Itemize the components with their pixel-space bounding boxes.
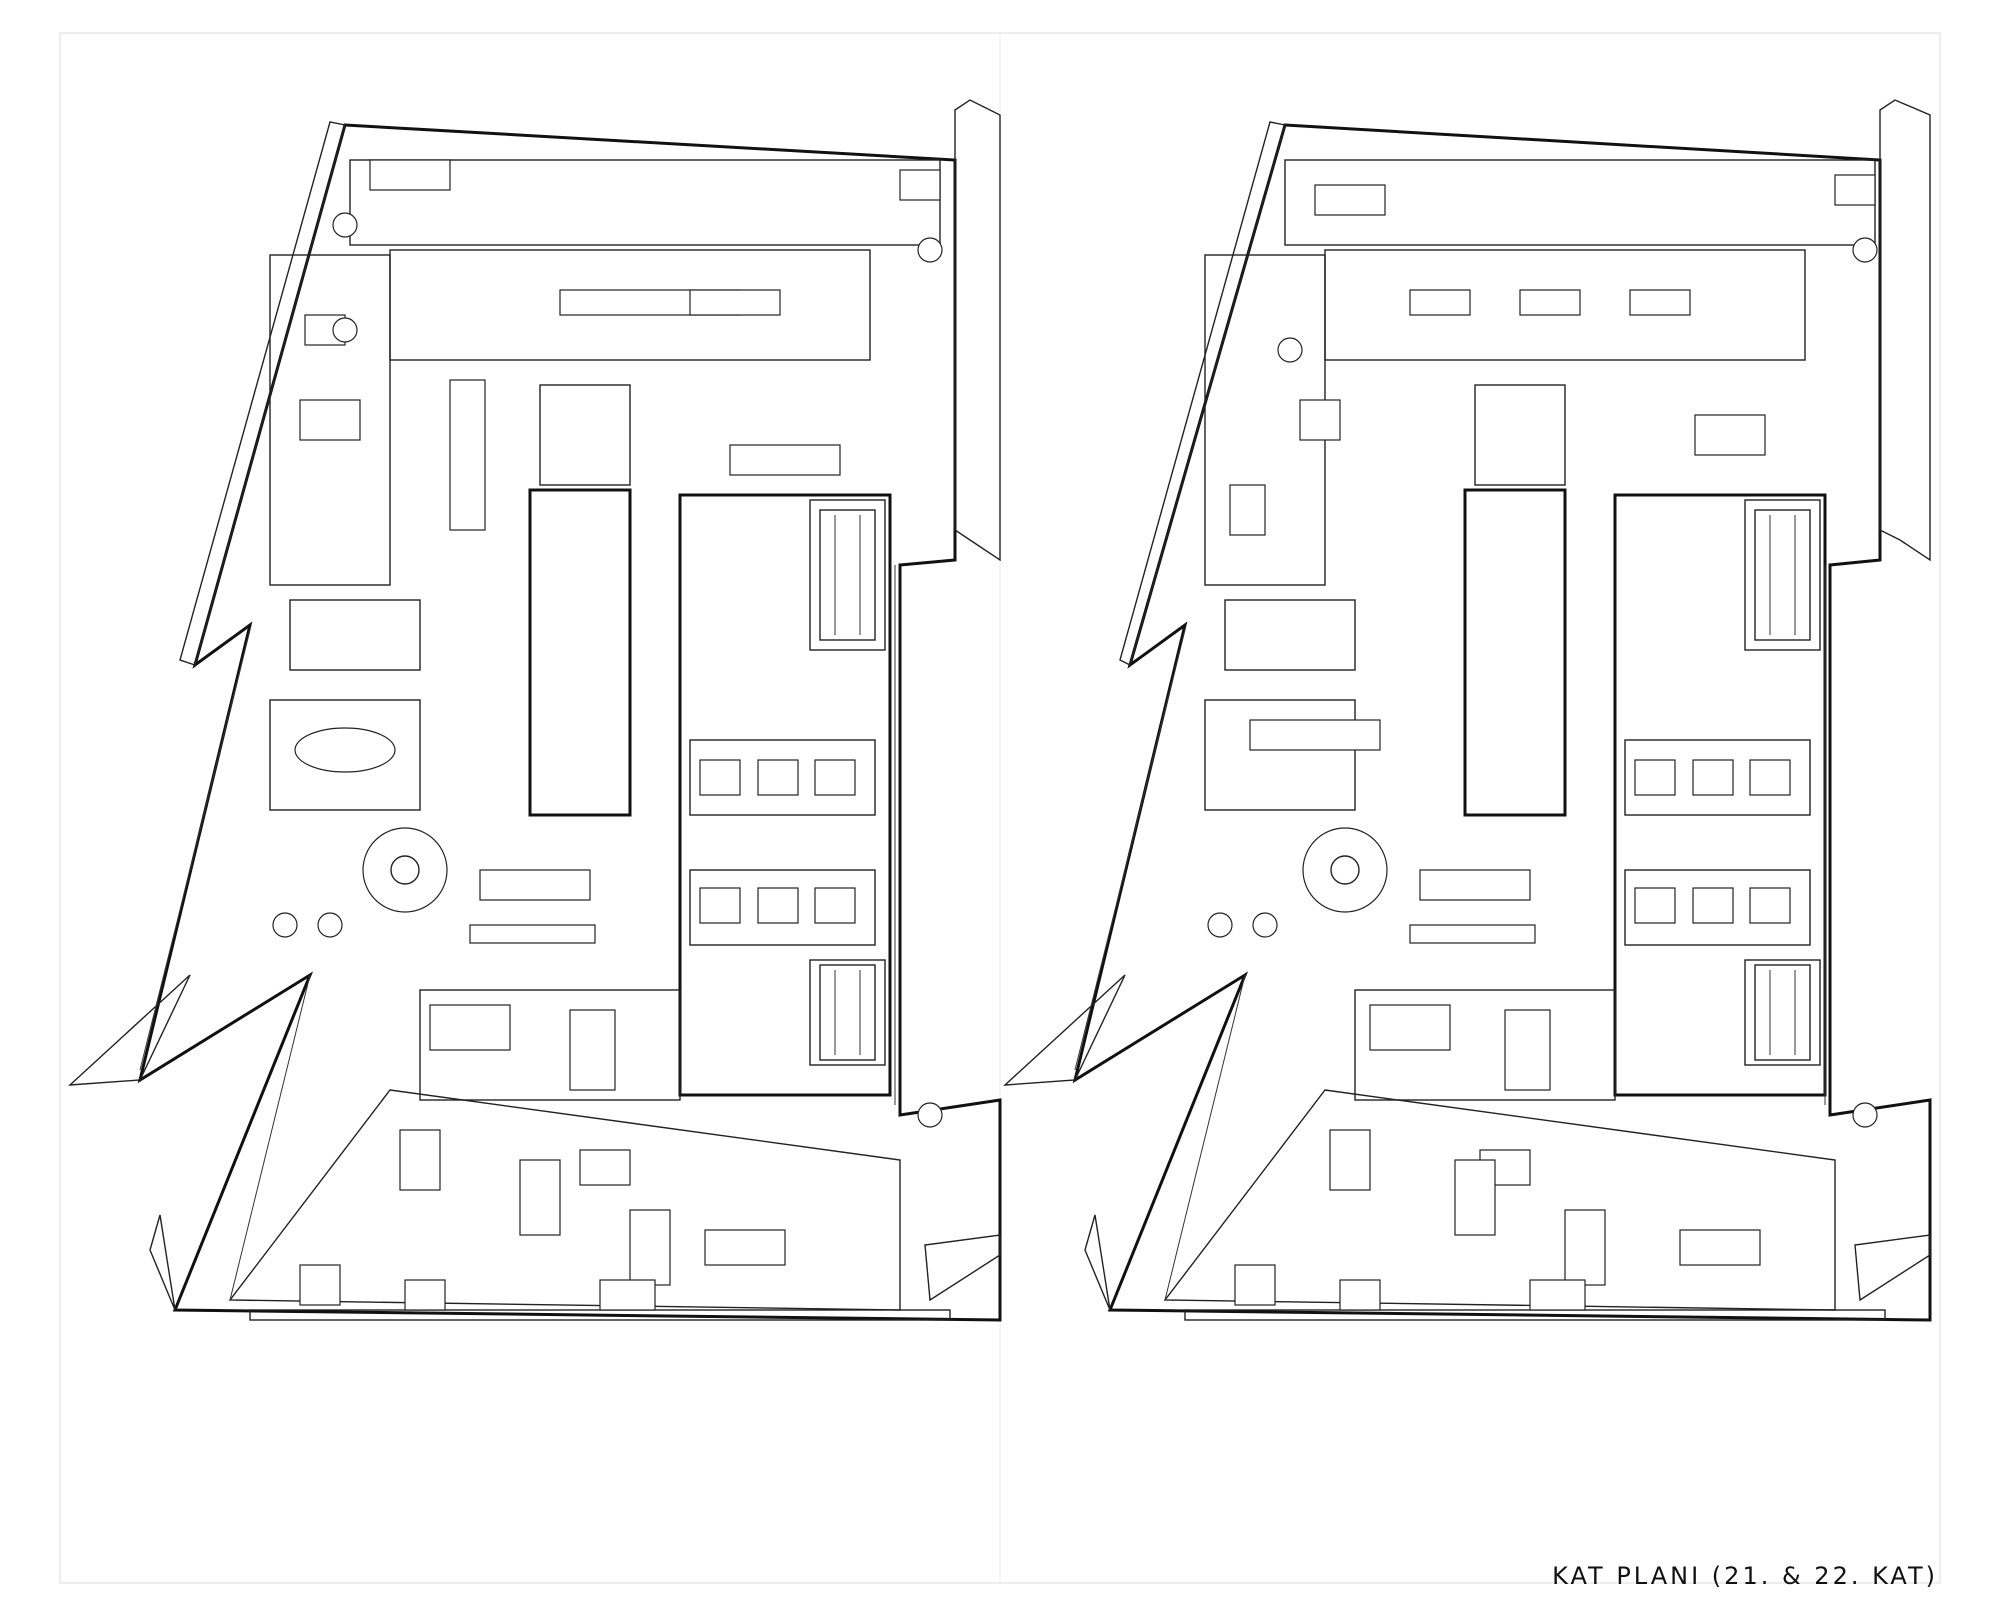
furniture (1207, 174, 1878, 1311)
glass-facade (1074, 565, 1826, 1301)
drawing-caption: KAT PLANI (21. & 22. KAT) (1552, 1562, 1938, 1590)
core (528, 384, 892, 1097)
furniture (272, 159, 943, 1311)
stairs (1754, 509, 1811, 1061)
core (1463, 384, 1827, 1097)
floor-plan-22 (1003, 99, 1932, 1322)
glass-facade (139, 565, 896, 1301)
building-outline (1003, 99, 1932, 1322)
stairs (819, 509, 876, 1061)
office-rooms (228, 159, 951, 1321)
floor-plan-21 (68, 99, 1002, 1322)
building-outline (68, 99, 1002, 1322)
